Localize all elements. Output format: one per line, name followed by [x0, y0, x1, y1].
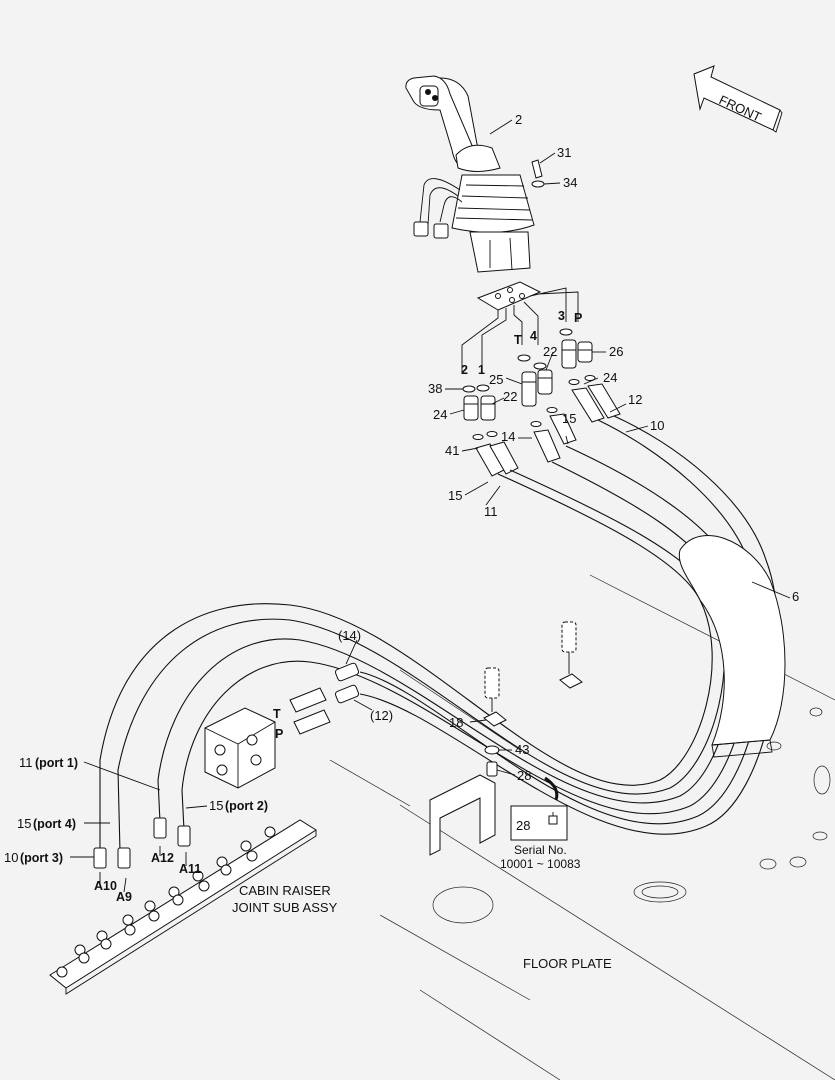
callout-port3-label: (port 3) — [20, 851, 63, 865]
callout-18: 18 — [449, 715, 463, 730]
callout-28: 28 — [517, 768, 531, 783]
callout-P-block: P — [275, 727, 283, 741]
callout-port1-label: (port 1) — [35, 756, 78, 770]
callout-12: 12 — [628, 392, 642, 407]
fittings-cluster — [462, 328, 621, 477]
callout-1-port: 1 — [478, 363, 485, 377]
callout-T: T — [514, 333, 522, 347]
callout-22-upper: 22 — [543, 344, 557, 359]
callout-15-lower: 15 — [448, 488, 462, 503]
callout-port2-number: 15 — [209, 798, 223, 813]
callout-28-box: 28 — [516, 818, 530, 833]
leader-lines — [70, 119, 791, 893]
tp-block — [204, 687, 331, 789]
callout-6: 6 — [792, 589, 799, 604]
callout-26: 26 — [609, 344, 623, 359]
floor-plate-label: FLOOR PLATE — [523, 956, 612, 971]
callout-11: 11 — [484, 504, 498, 519]
callout-A12: A12 — [151, 851, 174, 865]
callout-P: P — [574, 311, 582, 325]
callout-22-lower: 22 — [503, 389, 517, 404]
serial-label: Serial No. — [514, 843, 567, 857]
callout-24-right: 24 — [603, 370, 617, 385]
callout-port3-number: 10 — [4, 850, 18, 865]
front-arrow: FRONT — [693, 65, 783, 133]
callout-14-ref: (14) — [338, 628, 361, 643]
callout-4: 4 — [530, 329, 537, 343]
callout-10: 10 — [650, 418, 664, 433]
callouts: 2 31 34 3 P T 4 22 26 24 25 2 1 38 22 24… — [4, 112, 799, 915]
callout-port4-number: 15 — [17, 816, 31, 831]
cabin-raiser-label-1: CABIN RAISER — [239, 883, 331, 898]
callout-A9: A9 — [116, 890, 132, 904]
callout-43: 43 — [515, 742, 529, 757]
serial-box: 28 Serial No. 10001 ~ 10083 — [500, 776, 581, 871]
callout-24-left: 24 — [433, 407, 447, 422]
serial-range: 10001 ~ 10083 — [500, 857, 581, 871]
mount-parts — [483, 621, 583, 777]
cabin-raiser-label-2: JOINT SUB ASSY — [232, 900, 338, 915]
cabin-raiser-joint — [49, 819, 317, 995]
callout-port4-label: (port 4) — [33, 817, 76, 831]
callout-38: 38 — [428, 381, 442, 396]
floor-plate: FLOOR PLATE — [329, 574, 835, 1080]
callout-14: 14 — [501, 429, 515, 444]
callout-3: 3 — [558, 309, 565, 323]
callout-15-upper: 15 — [562, 411, 576, 426]
joystick-assembly — [405, 75, 545, 273]
callout-31: 31 — [557, 145, 571, 160]
callout-34: 34 — [563, 175, 577, 190]
callout-2-port: 2 — [461, 363, 468, 377]
callout-25: 25 — [489, 372, 503, 387]
callout-T-block: T — [273, 707, 281, 721]
callout-41: 41 — [445, 443, 459, 458]
port-plate — [461, 281, 579, 372]
callout-port2-label: (port 2) — [225, 799, 268, 813]
callout-A11: A11 — [179, 862, 201, 876]
callout-A10: A10 — [94, 879, 117, 893]
callout-12-ref: (12) — [370, 708, 393, 723]
callout-port1-number: 11 — [19, 755, 33, 770]
callout-2: 2 — [515, 112, 522, 127]
